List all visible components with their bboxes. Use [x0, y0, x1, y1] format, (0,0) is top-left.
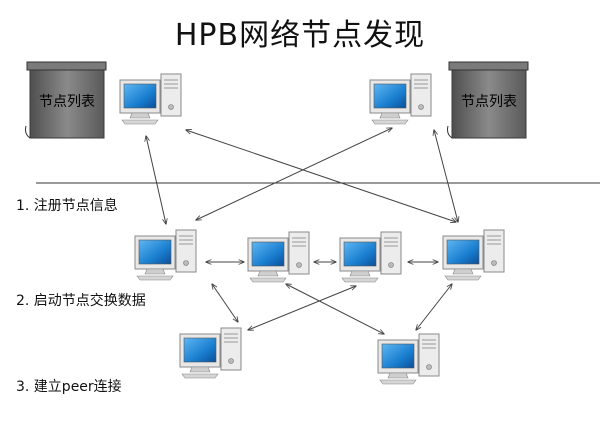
computer-icon [119, 73, 182, 125]
computer-icon [134, 229, 197, 281]
computer-icon [442, 229, 505, 281]
computer-icon [339, 231, 402, 283]
computer-icon [377, 333, 440, 385]
node-list-label-right: 节点列表 [461, 94, 517, 110]
computer-icon [369, 73, 432, 125]
arrow-icon [146, 128, 458, 334]
step-peer-label: 3. 建立peer连接 [16, 379, 122, 395]
scroll-icon [25, 61, 107, 139]
computer-icon [247, 231, 310, 283]
step-register-label: 1. 注册节点信息 [16, 198, 118, 214]
scroll-icon [447, 61, 529, 139]
step-exchange-label: 2. 启动节点交换数据 [16, 293, 146, 309]
page-title: HPB网络节点发现 [174, 18, 426, 53]
computer-icon [179, 327, 242, 379]
node-list-label-left: 节点列表 [39, 94, 95, 110]
